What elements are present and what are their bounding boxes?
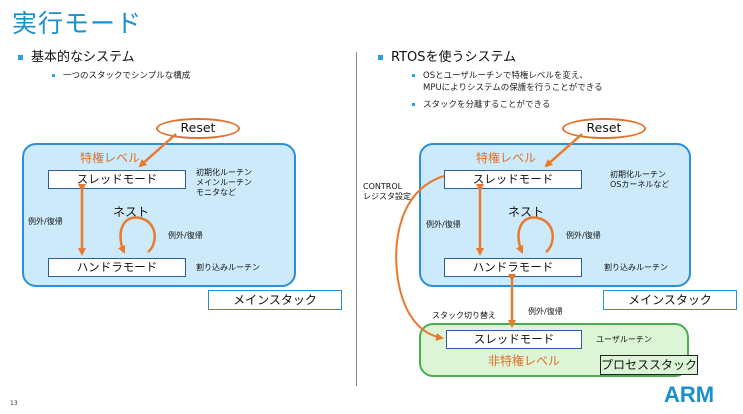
unprivileged-label: 非特権レベル (488, 354, 561, 368)
right-lower-exception-label: 例外/復帰 (528, 307, 563, 316)
column-divider (356, 52, 357, 386)
right-nest-label: ネスト (508, 205, 545, 219)
bullet-square-icon (412, 74, 415, 77)
left-heading: 基本的なシステム (18, 46, 135, 65)
stack-switch-label: スタック切り替え (432, 311, 496, 320)
user-thread-mode: スレッドモード (446, 330, 582, 349)
right-nest-exception-label: 例外/復帰 (566, 231, 601, 240)
right-reset-arrow (544, 133, 583, 168)
control-register-arrow (395, 175, 445, 341)
right-handler-note: 割り込みルーチン (604, 263, 668, 272)
left-handler-mode: ハンドラモード (48, 258, 186, 277)
right-thread-note: 初期化ルーチン OSカーネルなど (610, 170, 670, 189)
left-handler-note: 割り込みルーチン (196, 263, 260, 272)
right-bullet-1-cont: MPUによりシステムの保護を行うことができる (423, 83, 603, 93)
user-routine-note: ユーザルーチン (596, 335, 652, 344)
left-privileged-label: 特権レベル (80, 151, 141, 165)
control-register-label: CONTROL レジスタ設定 (363, 182, 411, 201)
left-nest-label: ネスト (113, 205, 150, 219)
right-nest-loop-arrow (515, 216, 554, 254)
left-bullet: 一つのスタックでシンプルな構成 (52, 70, 190, 82)
bullet-square-icon (378, 55, 383, 60)
left-reset: Reset (156, 118, 240, 139)
right-heading: RTOSを使うシステム (378, 46, 516, 65)
bullet-square-icon (412, 103, 415, 106)
left-nest-loop-arrow (117, 216, 156, 254)
bullet-square-icon (18, 55, 23, 60)
process-stack: プロセススタック (600, 355, 698, 375)
arm-logo: ARM (664, 382, 715, 407)
left-reset-arrow (138, 133, 177, 168)
left-nest-exception-label: 例外/復帰 (168, 231, 203, 240)
left-exception-return-label: 例外/復帰 (28, 217, 63, 226)
page-number: 13 (10, 400, 18, 407)
right-main-stack: メインスタック (603, 290, 737, 310)
right-exception-return-label: 例外/復帰 (426, 220, 461, 229)
page-title: 実行モード (12, 9, 143, 38)
left-thread-note: 初期化ルーチン メインルーチン モニタなど (196, 168, 252, 197)
right-reset: Reset (562, 118, 646, 139)
right-privileged-label: 特権レベル (476, 151, 537, 165)
left-main-stack: メインスタック (208, 290, 342, 310)
bullet-square-icon (52, 74, 55, 77)
right-bullet-1: OSとユーザルーチンで特権レベルを変え、 (412, 70, 588, 82)
right-bullet-2: スタックを分離することができる (412, 99, 550, 111)
